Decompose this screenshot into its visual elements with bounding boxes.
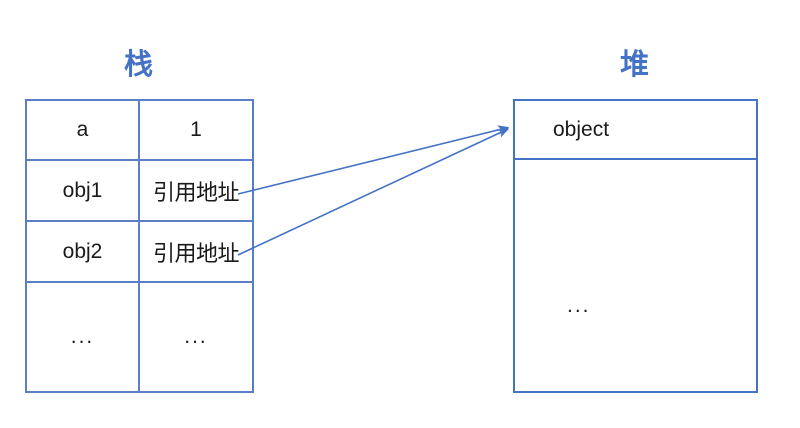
stack-row-3-value: ... <box>140 283 252 391</box>
obj2-reference-cell: 引用地址 <box>152 241 240 267</box>
heap-box: object ... <box>513 99 758 393</box>
stack-row-2-key: obj2 <box>27 222 140 281</box>
table-row: obj1 引用地址 <box>27 159 252 220</box>
heap-object-label: object <box>553 117 610 141</box>
table-row: a 1 <box>27 101 252 159</box>
stack-row-1-key: obj1 <box>27 161 140 220</box>
heap-title: 堆 <box>620 47 650 81</box>
stack-ellipsis-right: ... <box>184 325 208 348</box>
stack-row-0-value: 1 <box>190 118 202 141</box>
obj1-reference-cell: 引用地址 <box>152 180 240 206</box>
heap-free-space: ... <box>515 160 756 391</box>
heap-ellipsis: ... <box>567 294 591 317</box>
stack-row-3-key: ... <box>27 283 140 391</box>
table-row: ... ... <box>27 281 252 391</box>
stack-row-0-key: a <box>27 101 140 159</box>
arrow-obj1-to-object <box>237 125 510 195</box>
arrow-obj2-to-object <box>237 128 510 256</box>
stack-title: 栈 <box>124 47 154 81</box>
heap-object-cell: object <box>515 101 756 160</box>
stack-ellipsis-left: ... <box>70 325 95 348</box>
table-row: obj2 引用地址 <box>27 220 252 281</box>
stack-table: a 1 obj1 引用地址 obj2 引用地址 ... ... <box>25 99 254 393</box>
